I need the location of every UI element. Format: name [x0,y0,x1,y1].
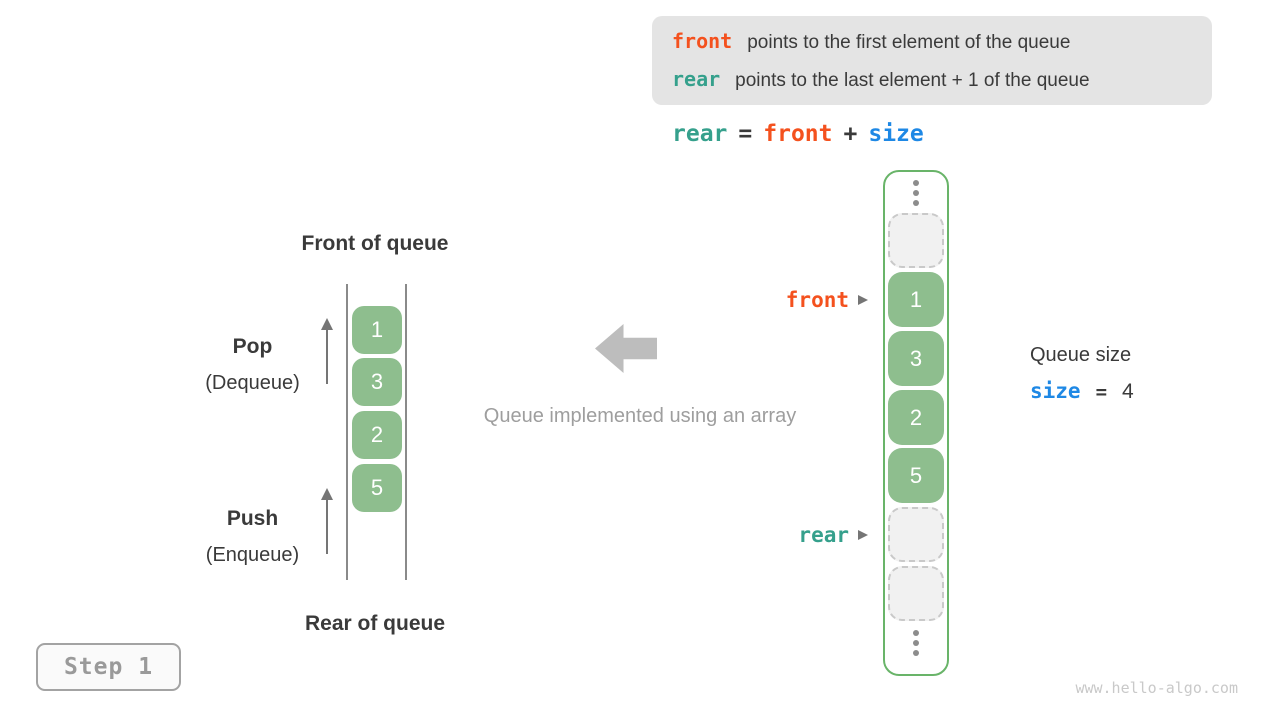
queue-size-title: Queue size [1030,344,1132,366]
center-caption: Queue implemented using an array [483,405,797,427]
ellipsis-icon [913,630,919,656]
legend-rear-text: points to the last element + 1 of the qu… [735,69,1090,91]
step-badge-label: Step 1 [63,654,154,680]
push-label-group: Push (Enqueue) [170,507,335,567]
push-label: Push [226,507,279,530]
pop-label-group: Pop (Dequeue) [170,335,335,395]
left-queue-cell: 2 [352,411,402,459]
ellipsis-icon [913,180,919,206]
front-pointer: front [740,288,868,312]
size-keyword: size [1030,379,1081,403]
dequeue-label: (Dequeue) [205,372,300,394]
array-cell: 1 [888,272,944,327]
legend-box: front points to the first element of the… [652,16,1212,105]
formula-plus: + [843,121,858,147]
watermark: www.hello-algo.com [1075,679,1238,697]
channel-line-left [346,284,348,580]
formula-equals: = [738,121,753,147]
left-queue-cell: 3 [352,358,402,406]
front-of-queue-label: Front of queue [301,232,449,255]
rear-of-queue-label: Rear of queue [304,612,446,635]
left-queue-cell: 5 [352,464,402,512]
array-cell-empty [888,507,944,562]
arrow-up-icon [320,488,334,554]
front-pointer-label: front [785,288,849,312]
formula-rear: rear [672,121,728,147]
pointer-arrow-icon [858,530,868,540]
block-arrow-left-icon [595,324,657,373]
enqueue-label: (Enqueue) [205,544,300,566]
formula-size: size [868,121,924,147]
rear-pointer: rear [740,523,868,547]
array-cell: 3 [888,331,944,386]
queue-size-expression: size = 4 [1030,379,1134,404]
array-cell: 2 [888,390,944,445]
channel-line-right [405,284,407,580]
size-equals: = [1095,381,1108,403]
array-cell: 5 [888,448,944,503]
array-cell-empty [888,213,944,268]
pointer-arrow-icon [858,295,868,305]
size-value: 4 [1122,380,1134,403]
legend-row-rear: rear points to the last element + 1 of t… [672,63,1192,97]
rear-keyword: rear [672,66,721,91]
arrow-up-icon [320,318,334,384]
formula: rear = front + size [672,121,924,147]
array-cell-empty [888,566,944,621]
legend-row-front: front points to the first element of the… [672,25,1192,59]
front-keyword: front [672,28,733,53]
step-badge: Step 1 [36,643,181,691]
pop-label: Pop [232,335,273,358]
left-queue-cell: 1 [352,306,402,354]
legend-front-text: points to the first element of the queue [747,31,1071,53]
rear-pointer-label: rear [798,523,849,547]
formula-front: front [763,121,833,147]
